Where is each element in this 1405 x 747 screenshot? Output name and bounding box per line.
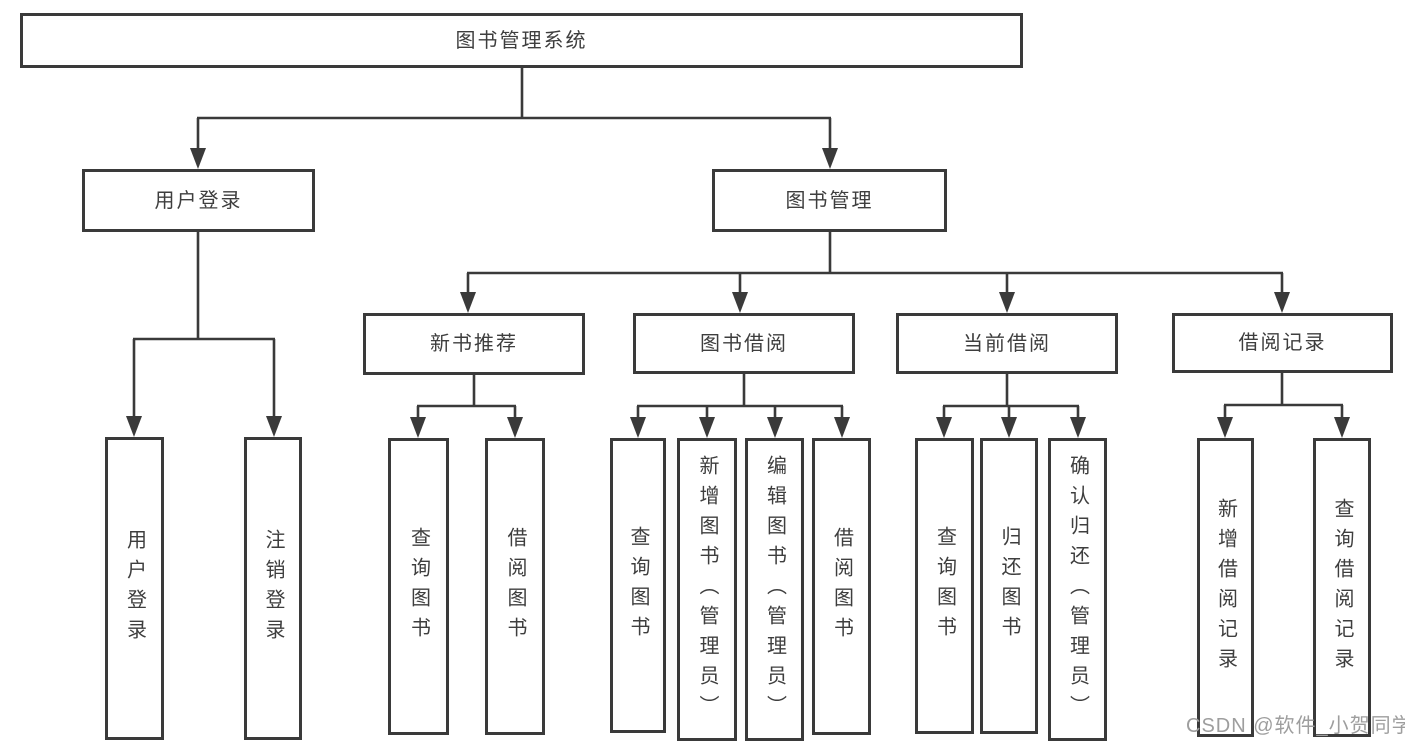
node-leaf-user-login: 用户登录 [105, 437, 164, 740]
node-leaf-add-book-admin-label: 新增图书（管理员） [696, 454, 718, 725]
node-leaf-add-book-admin: 新增图书（管理员） [677, 438, 737, 741]
node-user-login-label: 用户登录 [154, 189, 243, 212]
node-root: 图书管理系统 [20, 13, 1023, 68]
node-book-borrow: 图书借阅 [633, 313, 855, 374]
connector-user-login-branch [126, 232, 282, 437]
arrowhead-icon [460, 292, 476, 313]
arrowhead-icon [834, 417, 850, 438]
connector-current-borrow-branch [936, 373, 1086, 438]
node-leaf-add-borrow-record-label: 新增借阅记录 [1214, 497, 1237, 678]
csdn-watermark: CSDN @软件_小贺同学 [1186, 715, 1405, 737]
arrowhead-icon [936, 417, 952, 438]
arrowhead-icon [767, 417, 783, 438]
node-leaf-recommend-query-book: 查询图书 [388, 438, 449, 735]
node-current-borrow: 当前借阅 [896, 313, 1118, 374]
node-book-management-label: 图书管理 [785, 189, 874, 212]
arrowhead-icon [822, 148, 838, 169]
arrowhead-icon [1334, 417, 1350, 438]
arrowhead-icon [507, 417, 523, 438]
node-new-book-recommend: 新书推荐 [363, 313, 585, 375]
arrowhead-icon [732, 292, 748, 313]
node-user-login: 用户登录 [82, 169, 315, 232]
arrowhead-icon [266, 416, 282, 437]
arrowhead-icon [126, 416, 142, 437]
node-leaf-user-login-label: 用户登录 [123, 528, 146, 649]
node-leaf-borrow-book-label: 借阅图书 [830, 526, 853, 647]
node-leaf-borrow-query-book: 查询图书 [610, 438, 666, 733]
node-leaf-recommend-borrow-book: 借阅图书 [485, 438, 545, 735]
connector-root-branch [190, 68, 838, 169]
node-leaf-confirm-return-admin-label: 确认归还（管理员） [1066, 454, 1089, 725]
node-borrow-record-label: 借阅记录 [1238, 332, 1327, 354]
node-leaf-current-query-book-label: 查询图书 [933, 526, 956, 646]
arrowhead-icon [190, 148, 206, 169]
node-leaf-edit-book-admin: 编辑图书（管理员） [745, 438, 804, 741]
arrowhead-icon [999, 292, 1015, 313]
connector-book-management-branch [460, 232, 1290, 313]
connector-borrow-record-branch [1217, 373, 1350, 438]
node-leaf-query-borrow-record-label: 查询借阅记录 [1331, 497, 1353, 678]
arrowhead-icon [630, 417, 646, 438]
node-book-borrow-label: 图书借阅 [700, 332, 788, 355]
node-leaf-confirm-return-admin: 确认归还（管理员） [1048, 438, 1107, 741]
arrowhead-icon [699, 417, 715, 438]
connector-book-borrow-branch [630, 374, 850, 438]
node-leaf-borrow-query-book-label: 查询图书 [627, 525, 649, 646]
node-leaf-edit-book-admin-label: 编辑图书（管理员） [763, 454, 786, 725]
arrowhead-icon [410, 417, 426, 438]
arrowhead-icon [1070, 417, 1086, 438]
node-new-book-recommend-label: 新书推荐 [430, 333, 518, 355]
node-leaf-add-borrow-record: 新增借阅记录 [1197, 438, 1254, 737]
node-leaf-logout-login: 注销登录 [244, 437, 302, 740]
node-leaf-query-borrow-record: 查询借阅记录 [1313, 438, 1371, 737]
node-book-management: 图书管理 [712, 169, 947, 232]
arrowhead-icon [1274, 292, 1290, 313]
node-leaf-return-book: 归还图书 [980, 438, 1038, 734]
node-leaf-logout-login-label: 注销登录 [262, 528, 284, 649]
node-leaf-borrow-book: 借阅图书 [812, 438, 871, 735]
node-leaf-recommend-query-book-label: 查询图书 [407, 526, 430, 647]
node-root-label: 图书管理系统 [455, 29, 588, 52]
node-borrow-record: 借阅记录 [1172, 313, 1393, 373]
arrowhead-icon [1001, 417, 1017, 438]
connector-new-book-recommend-branch [410, 375, 523, 438]
node-leaf-recommend-borrow-book-label: 借阅图书 [504, 526, 526, 647]
node-leaf-return-book-label: 归还图书 [998, 526, 1020, 646]
node-current-borrow-label: 当前借阅 [963, 332, 1051, 355]
node-leaf-current-query-book: 查询图书 [915, 438, 974, 734]
arrowhead-icon [1217, 417, 1233, 438]
